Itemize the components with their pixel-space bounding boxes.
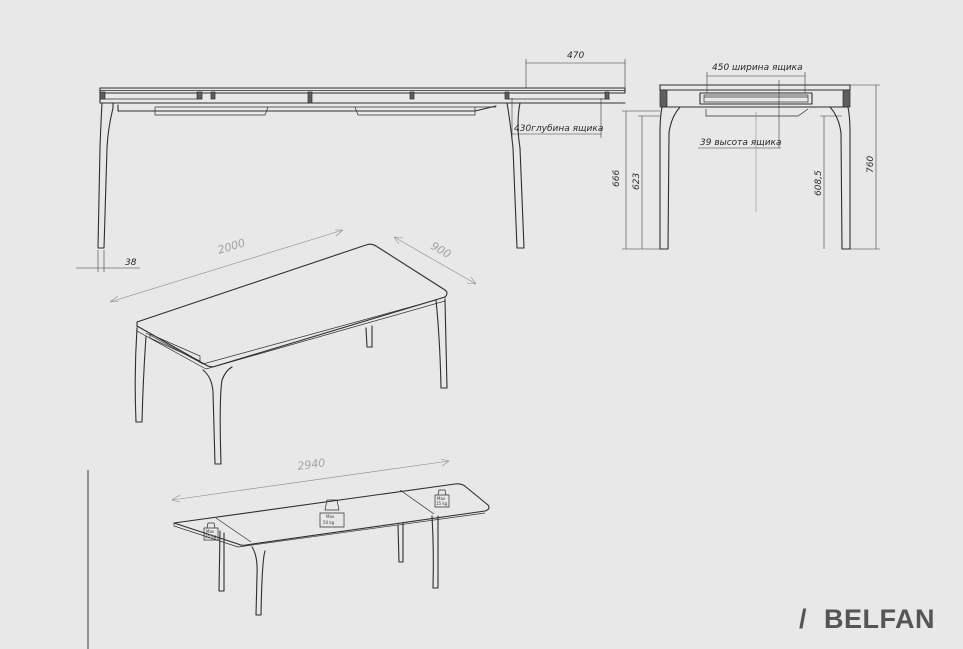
brand-slash: / [799, 604, 807, 634]
dim-label-drawer-depth: 430глубина ящика [514, 124, 603, 134]
side-elevation-view: 470 430глубина ящика 38 [76, 51, 626, 272]
end-elevation-view: 450 ширина ящика 39 высота ящика 666 623… [612, 63, 880, 250]
weight-left-value: 15 kg [205, 534, 217, 539]
ext-leg-back-left [397, 522, 404, 563]
ext-leg-front-right [251, 546, 266, 616]
weight-right-value: 15 kg [436, 501, 448, 506]
ext-leg-front-left [218, 530, 225, 592]
end-leg-left [659, 106, 681, 250]
end-tabletop [659, 84, 851, 91]
weight-right-max: Max [437, 496, 446, 501]
weight-icon-right: Max 15 kg [434, 489, 450, 508]
dim-label-drawer-width: 450 ширина ящика [712, 63, 803, 73]
ext-tabletop [173, 483, 490, 546]
extended-table-view: Max 50 kg Max 15 kg Max 15 kg 2940 [171, 456, 490, 616]
iso-leg-back-left [365, 325, 373, 348]
dim-label-2940: 2940 [297, 456, 327, 473]
side-leg-right [506, 102, 525, 249]
end-drawer [699, 92, 813, 105]
weight-left-max: Max [206, 529, 215, 534]
dim-label-666: 666 [612, 170, 622, 187]
weight-icon-left: Max 15 kg [203, 522, 219, 541]
side-drawer-rail [117, 104, 497, 112]
dim-label-470: 470 [567, 51, 584, 61]
weight-center-value: 50 kg [323, 520, 335, 525]
end-leg-right [829, 106, 851, 250]
ext-leg-back-right [431, 515, 439, 589]
ext-leaf-joint-left [215, 517, 252, 543]
weight-icon-center: Max 50 kg [319, 499, 345, 528]
brand-name: BELFAN [824, 604, 935, 634]
dim-label-760: 760 [866, 156, 876, 173]
dim-label-900: 900 [429, 239, 454, 261]
brand-logo: / BELFAN [799, 604, 935, 634]
side-leg-left [97, 102, 114, 249]
dim-label-6085: 608,5 [814, 170, 824, 196]
weight-center-max: Max [326, 514, 335, 519]
dim-label-623: 623 [632, 173, 642, 190]
dim-label-38: 38 [125, 258, 137, 268]
iso-tabletop [136, 243, 448, 368]
dim-label-drawer-height: 39 высота ящика [700, 138, 782, 148]
iso-leg-back-right [435, 299, 448, 389]
dim-label-2000: 2000 [216, 236, 247, 257]
isometric-table-view: 2000 900 [109, 229, 477, 465]
iso-leg-front-right [202, 366, 233, 465]
iso-leg-front-left [134, 327, 147, 423]
ext-leaf-joint-right [399, 489, 435, 515]
